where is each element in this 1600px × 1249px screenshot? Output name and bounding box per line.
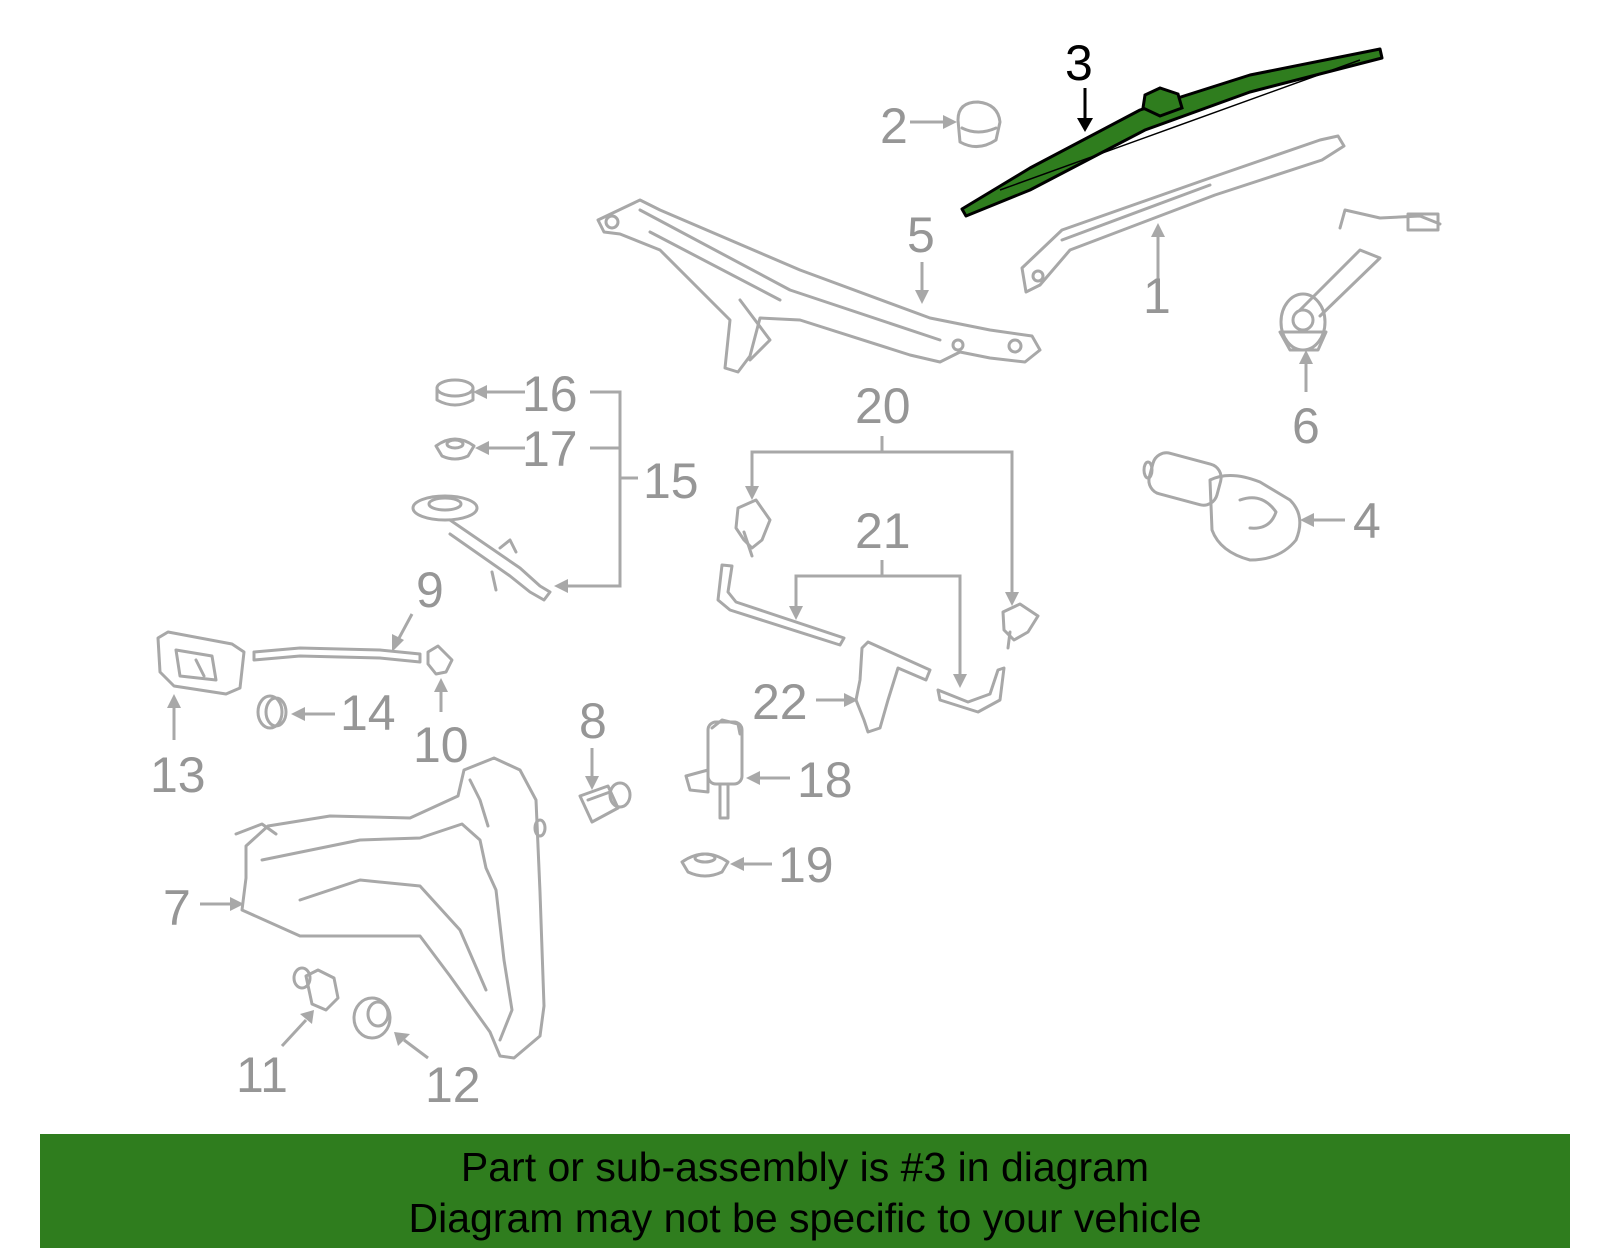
part-13-bracket[interactable] bbox=[156, 630, 246, 696]
part-19-grommet[interactable] bbox=[680, 852, 730, 878]
callout-18: 18 bbox=[797, 752, 853, 808]
part-4-wiper-motor[interactable] bbox=[1142, 450, 1302, 562]
callout-2: 2 bbox=[880, 98, 908, 154]
part-3-wiper-blade[interactable] bbox=[960, 47, 1384, 218]
callout-13: 13 bbox=[150, 747, 206, 803]
callout-20: 20 bbox=[855, 378, 911, 434]
part-10-connector[interactable] bbox=[426, 644, 454, 676]
part-17-seal[interactable] bbox=[434, 437, 476, 461]
part-2-cap[interactable] bbox=[956, 100, 1002, 148]
callout-16: 16 bbox=[522, 366, 578, 422]
part-14-grommet[interactable] bbox=[256, 694, 288, 730]
part-11-grommet[interactable] bbox=[292, 966, 340, 1012]
callout-7: 7 bbox=[163, 880, 191, 936]
info-banner: Part or sub-assembly is #3 in diagram Di… bbox=[40, 1134, 1570, 1248]
callout-17: 17 bbox=[522, 421, 578, 477]
part-5-wiper-linkage[interactable] bbox=[596, 198, 1042, 374]
callout-6: 6 bbox=[1292, 398, 1320, 454]
banner-line-part: Part or sub-assembly is #3 in diagram bbox=[460, 1144, 1150, 1190]
part-22-t-connector[interactable] bbox=[854, 640, 932, 734]
callout-5: 5 bbox=[907, 207, 935, 263]
part-21-hose-left[interactable] bbox=[716, 563, 846, 647]
part-12-grommet[interactable] bbox=[352, 996, 392, 1040]
part-6-pivot-assembly[interactable] bbox=[1278, 208, 1442, 352]
callout-10: 10 bbox=[413, 717, 469, 773]
callout-22: 22 bbox=[752, 674, 808, 730]
callout-14: 14 bbox=[340, 685, 396, 741]
part-7-washer-reservoir[interactable] bbox=[234, 756, 547, 1060]
callout-12: 12 bbox=[425, 1057, 481, 1113]
parts-diagram: 3 2 1 5 6 bbox=[150, 35, 1442, 1113]
part-1-wiper-arm[interactable] bbox=[1020, 134, 1346, 294]
callout-11: 11 bbox=[236, 1047, 288, 1103]
part-16-cap[interactable] bbox=[435, 378, 475, 407]
banner-line-disclaimer: Diagram may not be specific to your vehi… bbox=[408, 1195, 1202, 1241]
callout-1: 1 bbox=[1143, 268, 1171, 324]
part-8-level-sensor[interactable] bbox=[578, 781, 632, 824]
part-18-washer-pump[interactable] bbox=[684, 718, 744, 820]
part-21-hose-right[interactable] bbox=[936, 666, 1006, 714]
callout-9: 9 bbox=[416, 562, 444, 618]
part-9-hose[interactable] bbox=[252, 646, 422, 664]
callout-21: 21 bbox=[855, 503, 911, 559]
callout-19: 19 bbox=[778, 837, 834, 893]
part-20-nozzle-right[interactable] bbox=[1001, 602, 1040, 650]
part-20-nozzle-left[interactable] bbox=[734, 498, 772, 558]
callout-4: 4 bbox=[1353, 493, 1381, 549]
callout-3: 3 bbox=[1065, 35, 1093, 91]
callout-15: 15 bbox=[643, 453, 699, 509]
callout-8: 8 bbox=[579, 693, 607, 749]
part-15-filler-neck[interactable] bbox=[411, 494, 552, 602]
